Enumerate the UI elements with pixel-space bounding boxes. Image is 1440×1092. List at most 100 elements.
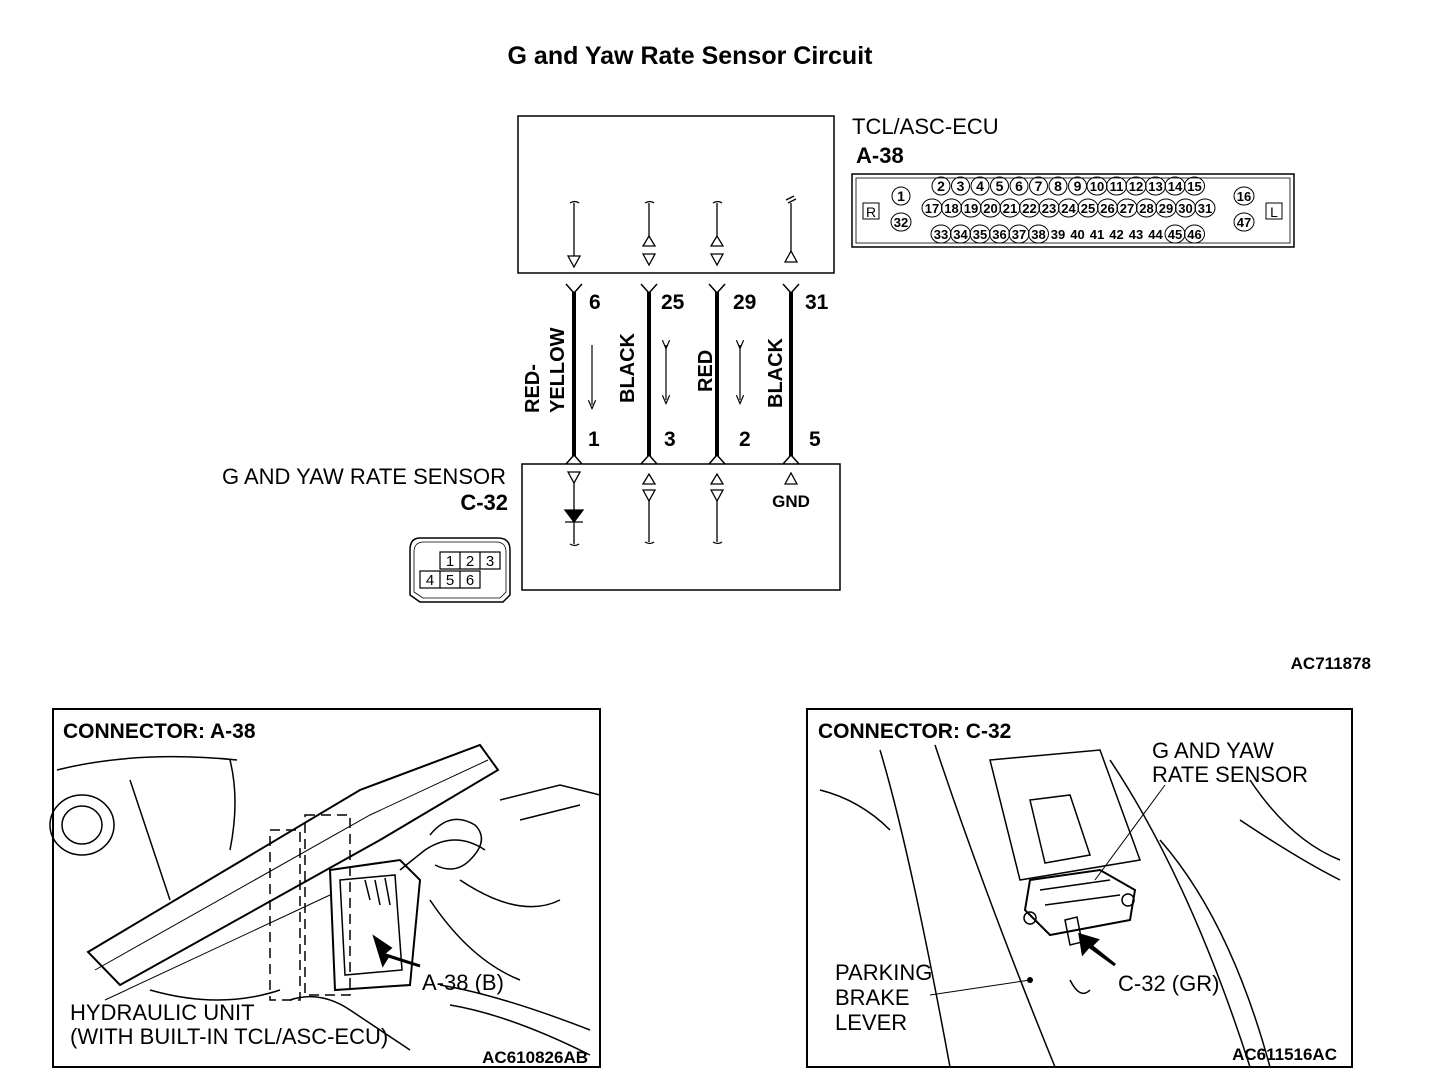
ecu-pin-circle	[1009, 176, 1029, 196]
ecu-face-pin-39: 39	[1051, 227, 1065, 242]
ecu-pin-circle	[1184, 176, 1205, 196]
sensor-face-pin-6: 6	[466, 572, 474, 589]
panel-left-label-2: (WITH BUILT-IN TCL/ASC-ECU)	[70, 1024, 388, 1049]
ecu-pin-6: 6	[589, 291, 601, 314]
ecu-face-pin-8: 8	[1054, 178, 1062, 194]
ecu-face-pin-21: 21	[1003, 201, 1017, 216]
sensor-pin-3: 3	[664, 428, 676, 451]
ecu-pin-circle	[931, 176, 951, 196]
sensor-pin-1: 1	[588, 428, 600, 451]
ecu-pin-29: 29	[733, 291, 756, 314]
wire-harness	[565, 283, 800, 465]
panel-right-sensor-2: RATE SENSOR	[1152, 762, 1308, 787]
ecu-face-pin-45: 45	[1168, 227, 1182, 242]
ecu-face-pin-25: 25	[1081, 201, 1095, 216]
sensor-gnd-label: GND	[772, 492, 810, 511]
sensor-name: G AND YAW RATE SENSOR	[222, 464, 506, 489]
ecu-face-pin-31: 31	[1198, 201, 1212, 216]
ecu-face-pin-5: 5	[996, 178, 1004, 194]
panel-left-label-1: HYDRAULIC UNIT	[70, 1000, 255, 1025]
panel-right-lever-2: BRAKE	[835, 985, 910, 1010]
ecu-pin-circle	[1194, 198, 1216, 218]
sensor-box	[521, 463, 841, 591]
ecu-face-pin-46: 46	[1187, 227, 1201, 242]
ecu-pin-circle	[890, 212, 912, 232]
sensor-pin-2: 2	[739, 428, 751, 451]
wire-color-red-yellow-2: YELLOW	[547, 327, 569, 413]
panel-left-callout: A-38 (B)	[422, 970, 504, 995]
ecu-face-pin-32: 32	[894, 215, 908, 230]
sensor-connector-id: C-32	[460, 490, 508, 515]
ecu-face-pin-28: 28	[1139, 201, 1153, 216]
ecu-face-pin-15: 15	[1187, 179, 1201, 194]
ecu-pin-circle	[1233, 186, 1255, 206]
ecu-face-pin-34: 34	[953, 227, 968, 242]
ecu-face-pin-10: 10	[1090, 179, 1104, 194]
ecu-pin-25: 25	[661, 291, 685, 314]
ecu-face-pin-26: 26	[1100, 201, 1114, 216]
ecu-face-pin-19: 19	[964, 201, 978, 216]
sensor-face-pin-3: 3	[486, 553, 494, 570]
ecu-face-pin-38: 38	[1031, 227, 1045, 242]
ecu-face-pin-2: 2	[937, 178, 945, 194]
ecu-face-pin-37: 37	[1012, 227, 1026, 242]
ecu-face-pin-29: 29	[1159, 201, 1173, 216]
ecu-face-pin-27: 27	[1120, 201, 1134, 216]
ecu-pin-circle	[990, 176, 1009, 196]
ecu-face-pin-11: 11	[1110, 179, 1124, 194]
ecu-internal-terminals	[566, 195, 799, 269]
panel-connector-c32	[806, 708, 1353, 1068]
panel-right-code: AC611516AC	[1232, 1045, 1337, 1064]
ecu-pin-circle	[951, 176, 970, 196]
wire-color-red-yellow-1: RED-	[522, 364, 544, 413]
ecu-face-pin-13: 13	[1148, 179, 1162, 194]
diagram-title: G and Yaw Rate Sensor Circuit	[508, 42, 874, 70]
ecu-face-pin-6: 6	[1015, 178, 1023, 194]
ecu-face-pin-4: 4	[976, 178, 984, 194]
sensor-face-pin-4: 4	[426, 572, 434, 589]
ecu-pin-circle	[1028, 224, 1049, 244]
ecu-pin-circle	[891, 186, 911, 206]
sensor-face-pin-2: 2	[466, 553, 474, 570]
ecu-face-pin-47: 47	[1237, 215, 1251, 230]
ecu-face-pin-44: 44	[1148, 227, 1163, 242]
ecu-connector-face	[851, 173, 1295, 248]
ecu-face-pin-35: 35	[973, 227, 987, 242]
ecu-connector-id: A-38	[856, 143, 904, 168]
ecu-pin-circle	[1184, 224, 1205, 244]
panel-right-sensor-1: G AND YAW	[1152, 738, 1274, 763]
ecu-face-pin-1: 1	[897, 188, 905, 204]
ecu-pin-circle	[1029, 176, 1048, 196]
ecu-name: TCL/ASC-ECU	[852, 114, 999, 139]
ecu-pin-31: 31	[805, 291, 829, 314]
ecu-side-left: R	[866, 204, 876, 220]
sensor-face-pin-5: 5	[446, 572, 454, 589]
panel-right-lever-3: LEVER	[835, 1010, 907, 1035]
ecu-face-pin-7: 7	[1035, 178, 1043, 194]
ecu-face-pin-24: 24	[1061, 201, 1076, 216]
hydraulic-unit-illustration	[49, 743, 601, 1056]
ecu-face-pin-23: 23	[1042, 201, 1056, 216]
panel-right-lever-1: PARKING	[835, 960, 932, 985]
callout-arrow-a38	[372, 934, 421, 968]
sensor-internal-terminals	[563, 471, 799, 547]
ecu-face-pin-41: 41	[1090, 227, 1104, 242]
panel-right-heading: CONNECTOR: C-32	[818, 720, 1011, 743]
ecu-box	[517, 115, 835, 274]
ecu-face-pin-30: 30	[1178, 201, 1192, 216]
panel-connector-a38	[52, 708, 601, 1068]
panel-right-callout: C-32 (GR)	[1118, 971, 1219, 996]
diagram-code: AC711878	[1291, 654, 1371, 673]
ecu-face-pin-43: 43	[1129, 227, 1143, 242]
ecu-face-pin-9: 9	[1074, 178, 1082, 194]
ecu-pin-circle	[1233, 212, 1255, 232]
wire-color-red-29: RED	[695, 350, 717, 392]
ecu-pin-circle	[970, 176, 990, 196]
ecu-face-pin-20: 20	[983, 201, 997, 216]
ecu-face-pin-16: 16	[1237, 189, 1251, 204]
wire-color-black-25: BLACK	[617, 332, 639, 403]
panel-left-heading: CONNECTOR: A-38	[63, 720, 256, 743]
ecu-face-pin-22: 22	[1022, 201, 1036, 216]
ecu-face-pin-18: 18	[944, 201, 958, 216]
